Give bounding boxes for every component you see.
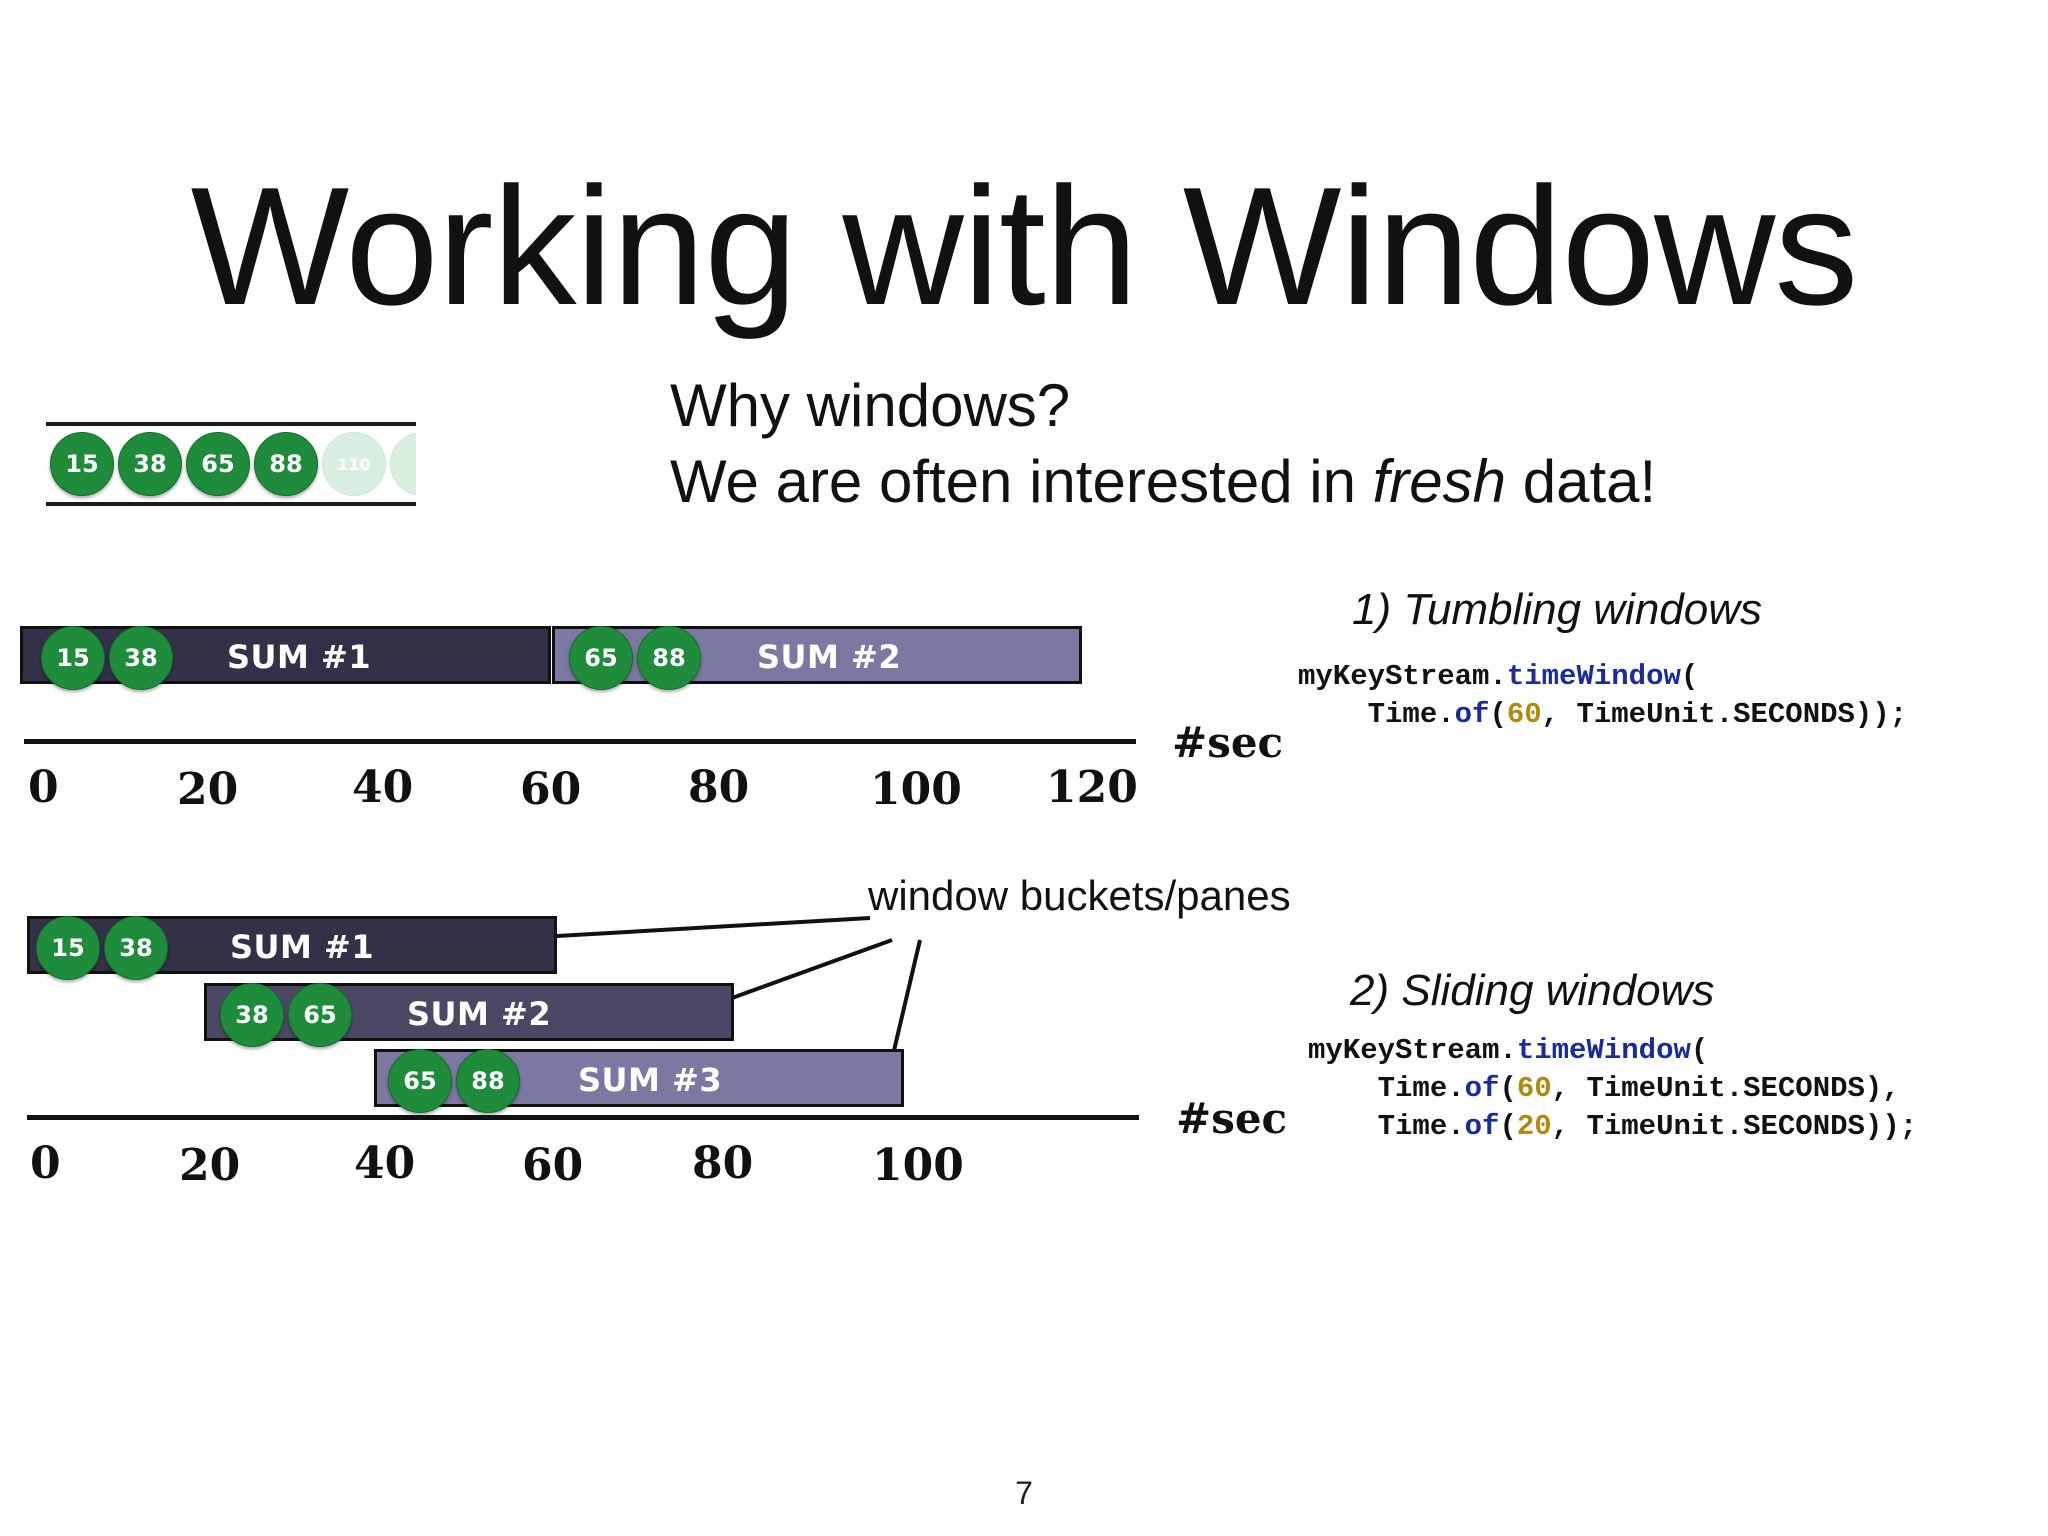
stream-event: 88 (254, 432, 318, 496)
axis-tick-label: 40 (354, 1138, 416, 1189)
slide-title: Working with Windows (190, 152, 1859, 340)
window-sum-label: SUM #1 (230, 928, 375, 966)
axis-tick-label: 80 (688, 762, 750, 813)
code-line: myKeyStream.timeWindow( (1298, 660, 1699, 693)
window-sum-label: SUM #1 (227, 638, 372, 676)
tumbling-window-2: 65 88 SUM #2 (552, 626, 1082, 690)
axis-unit-label: #sec (1176, 1094, 1288, 1143)
sliding-window-3: 65 88 SUM #3 (374, 1049, 904, 1113)
axis-tick-label: 80 (692, 1138, 754, 1189)
stream-fade-edge: 1 (390, 432, 416, 496)
axis-tick-label: 60 (520, 764, 582, 815)
page-number: 7 (1015, 1475, 1033, 1511)
intro-question: Why windows? (670, 372, 1071, 439)
axis-tick-label: 20 (177, 764, 239, 815)
window-sum-label: SUM #2 (407, 995, 552, 1033)
axis-tick-label: 20 (179, 1140, 241, 1191)
tumbling-time-axis (24, 739, 1136, 744)
sliding-code: myKeyStream.timeWindow( Time.of(60, Time… (1308, 1032, 1917, 1146)
stream-event-faded: 110 (322, 432, 386, 496)
stream-bottom-border (46, 502, 416, 506)
window-event: 15 (36, 916, 100, 980)
window-event: 65 (569, 626, 633, 690)
code-line: Time.of(60, TimeUnit.SECONDS), (1308, 1072, 1900, 1105)
window-event: 15 (41, 626, 105, 690)
stream-event: 15 (50, 432, 114, 496)
sliding-window-1: 15 38 SUM #1 (27, 916, 557, 980)
code-line: Time.of(60, TimeUnit.SECONDS)); (1298, 698, 1908, 731)
stream-event: 65 (186, 432, 250, 496)
emphasis-fresh: fresh (1372, 448, 1507, 515)
code-line: Time.of(20, TimeUnit.SECONDS)); (1308, 1110, 1918, 1143)
stream-top-border (46, 422, 416, 426)
stream-event: 38 (118, 432, 182, 496)
axis-unit-label: #sec (1172, 718, 1284, 767)
tumbling-window-1: 15 38 SUM #1 (20, 626, 551, 690)
window-event: 65 (388, 1049, 452, 1113)
axis-tick-label: 60 (522, 1140, 584, 1191)
code-line: myKeyStream.timeWindow( (1308, 1034, 1709, 1067)
axis-tick-label: 0 (30, 1138, 61, 1189)
window-event: 88 (637, 626, 701, 690)
axis-tick-label: 100 (870, 764, 962, 815)
window-event: 38 (109, 626, 173, 690)
panes-annotation: window buckets/panes (868, 872, 1291, 919)
window-event: 88 (456, 1049, 520, 1113)
axis-tick-label: 0 (28, 762, 59, 813)
axis-tick-label: 100 (872, 1140, 964, 1191)
tumbling-code: myKeyStream.timeWindow( Time.of(60, Time… (1298, 658, 1907, 734)
intro-statement: We are often interested in fresh data! (670, 448, 1657, 515)
window-event: 65 (288, 983, 352, 1047)
sliding-heading: 2) Sliding windows (1350, 966, 1715, 1015)
window-event: 38 (104, 916, 168, 980)
window-event: 38 (220, 983, 284, 1047)
axis-tick-label: 120 (1046, 762, 1138, 813)
axis-tick-label: 40 (352, 762, 414, 813)
sliding-time-axis (27, 1115, 1139, 1120)
tumbling-heading: 1) Tumbling windows (1352, 585, 1763, 634)
window-sum-label: SUM #3 (578, 1061, 723, 1099)
sliding-window-2: 38 65 SUM #2 (204, 983, 734, 1047)
window-sum-label: SUM #2 (757, 638, 902, 676)
intro-text: Why windows? We are often interested in … (670, 368, 1656, 520)
